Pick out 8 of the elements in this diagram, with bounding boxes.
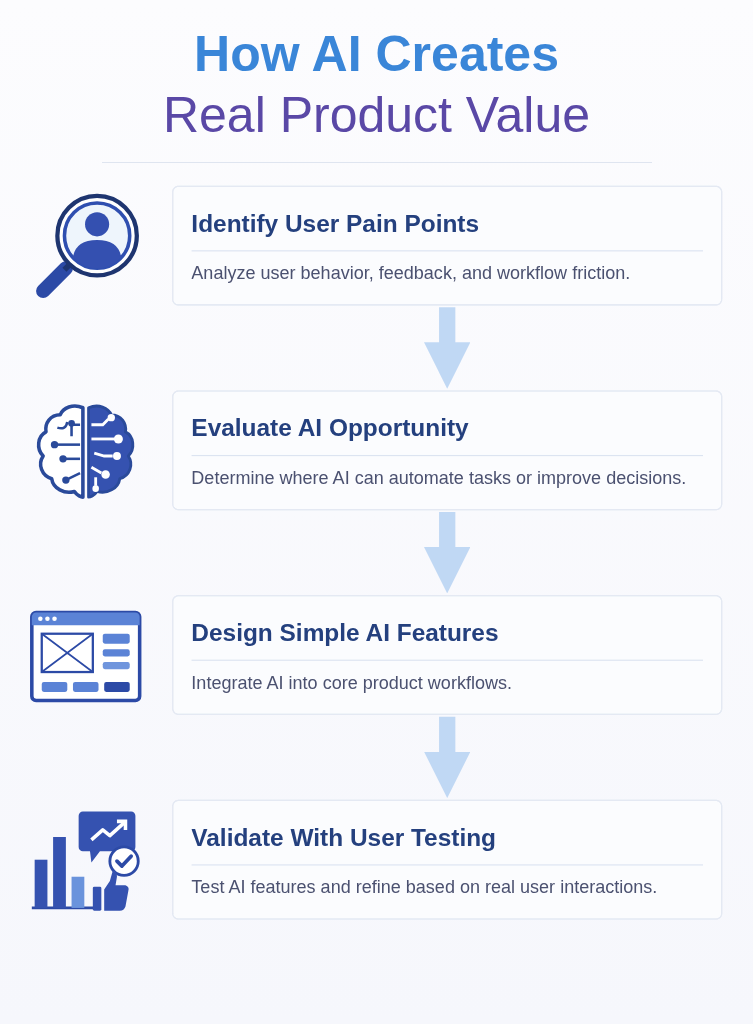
arrow — [423, 307, 471, 389]
step-box: Validate With User Testing Test AI features and refine based on real user interactions. — [172, 799, 723, 920]
step-box: Evaluate AI Opportunity Determine where AI can automate tasks or improve decisions. — [172, 390, 723, 511]
arrow — [423, 716, 471, 799]
arrow — [423, 511, 471, 594]
step-box: Design Simple AI Features Integrate AI into core product workflows. — [172, 595, 723, 715]
step-box: Identify User Pain Points Analyze user behavior, feedback, and workflow friction. — [172, 185, 723, 306]
title: How AI Creates Real Product Value — [161, 25, 592, 145]
